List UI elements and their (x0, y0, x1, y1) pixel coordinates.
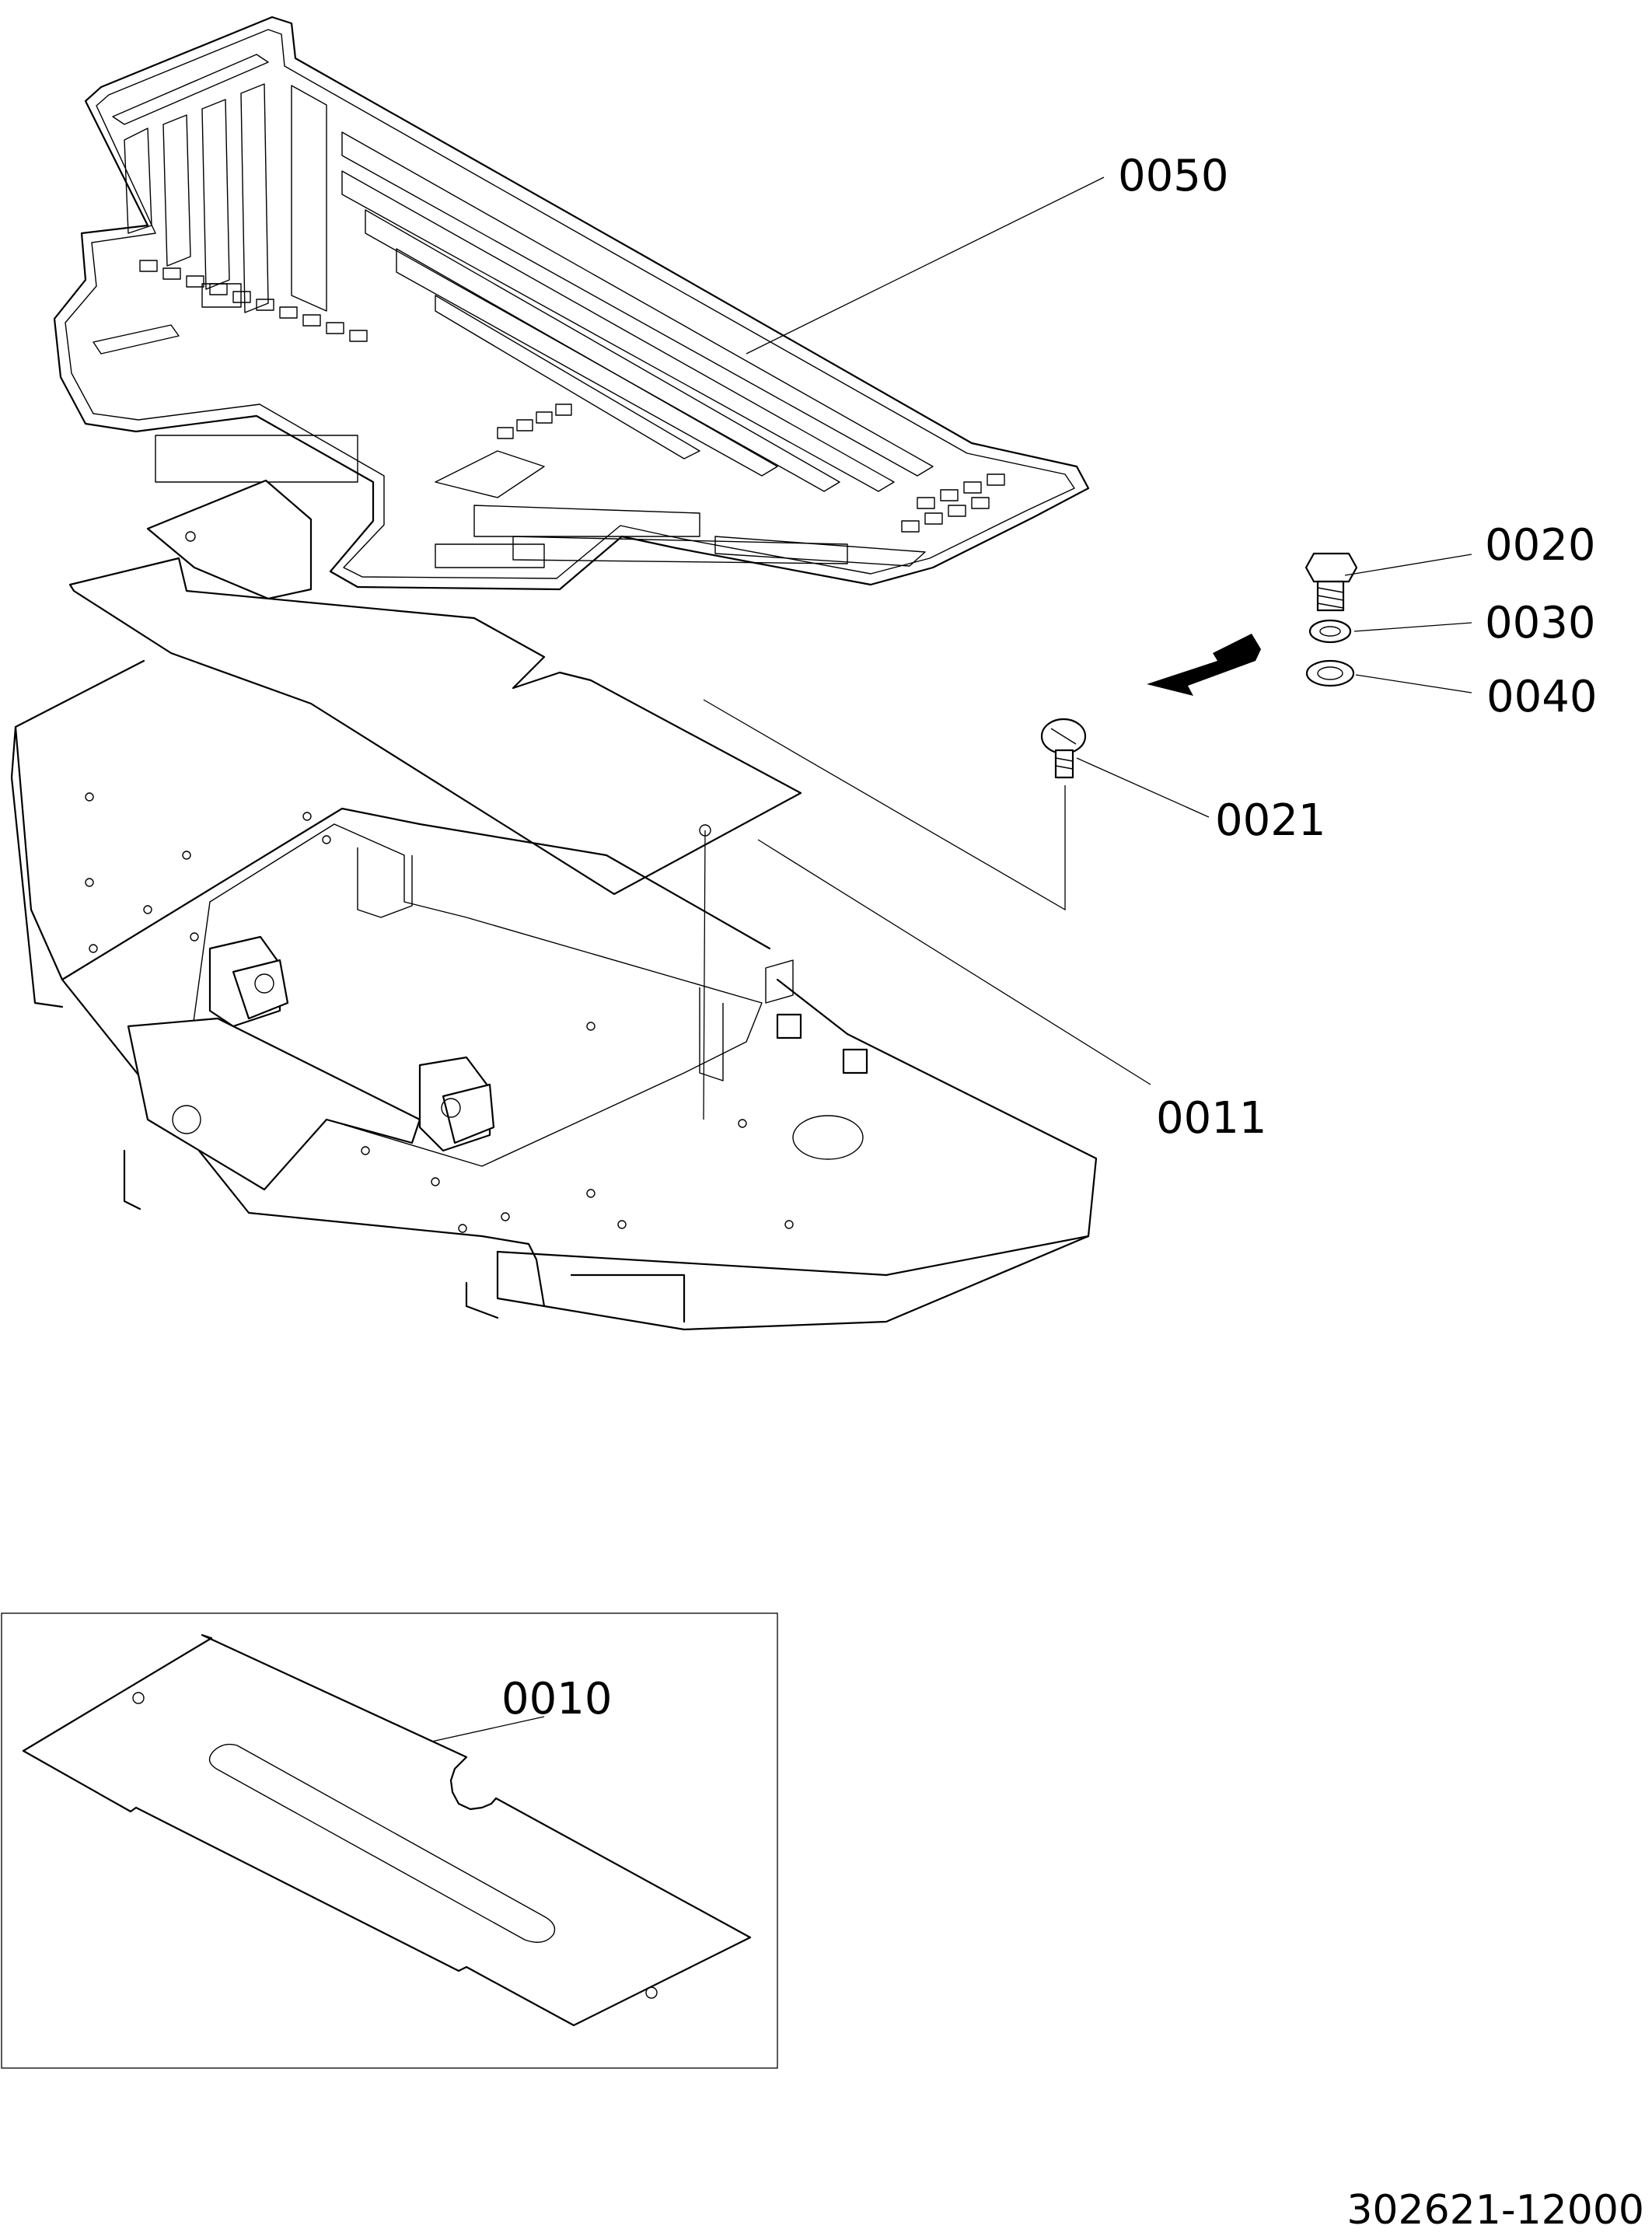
callout-0011: 0011 (1156, 1093, 1267, 1144)
document-number: 302621-12000 (1346, 2187, 1644, 2234)
callout-0040: 0040 (1486, 672, 1598, 722)
callout-0021: 0021 (1215, 795, 1326, 846)
spring-washer-0030 (1308, 619, 1352, 644)
assembly-direction-arrow (1147, 634, 1261, 696)
callout-0030: 0030 (1485, 598, 1596, 648)
machine-frame (10, 659, 1098, 1331)
plate-0010-slot (208, 1743, 556, 1943)
leader-lines (396, 176, 1472, 1750)
floor-mat-0050 (53, 16, 1090, 591)
washer-0040 (1305, 659, 1355, 687)
screw-0021 (1040, 718, 1087, 779)
detail-view (1, 1612, 778, 2069)
floor-plate-0011 (68, 479, 802, 896)
callout-0010: 0010 (501, 1674, 613, 1724)
plate-0010 (22, 1633, 752, 2027)
detail-frame (1, 1612, 778, 2069)
bolt-0020 (1304, 552, 1358, 612)
callout-0020: 0020 (1485, 520, 1596, 571)
callout-0050: 0050 (1118, 151, 1229, 201)
